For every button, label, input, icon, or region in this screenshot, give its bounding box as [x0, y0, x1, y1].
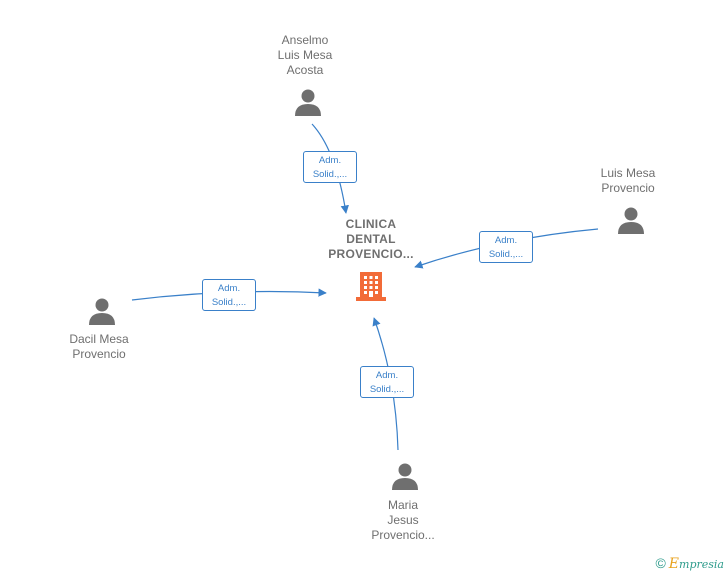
person-icon[interactable] — [87, 297, 117, 327]
company-name[interactable]: CLINICA DENTAL PROVENCIO... — [328, 217, 414, 261]
person-icon[interactable] — [293, 88, 323, 118]
relation-box-maria[interactable]: Adm. Solid.,... — [360, 366, 414, 398]
brand-footer[interactable]: ©Empresia — [655, 555, 724, 572]
building-icon[interactable] — [356, 270, 386, 302]
person-name-dacil[interactable]: Dacil Mesa Provencio — [69, 332, 129, 361]
relation-line1: Adm. — [494, 235, 518, 246]
person-name-luis[interactable]: Luis Mesa Provencio — [600, 166, 656, 195]
copyright-icon: © — [655, 555, 666, 571]
relation-box-dacil[interactable]: Adm. Solid.,... — [202, 279, 256, 311]
relation-box-anselmo[interactable]: Adm. Solid.,... — [303, 151, 357, 183]
person-icon[interactable] — [390, 462, 420, 492]
relation-line1: Adm. — [318, 155, 342, 166]
brand-logo-text: mpresia — [679, 558, 724, 571]
relation-line2: Solid.,... — [312, 169, 348, 180]
brand-logo-initial: E — [668, 556, 680, 572]
person-icon[interactable] — [616, 206, 646, 236]
person-name-anselmo[interactable]: Anselmo Luis Mesa Acosta — [277, 33, 333, 77]
relation-line2: Solid.,... — [369, 384, 405, 395]
relation-line1: Adm. — [217, 283, 241, 294]
relation-box-luis[interactable]: Adm. Solid.,... — [479, 231, 533, 263]
person-name-maria[interactable]: Maria Jesus Provencio... — [371, 498, 435, 542]
relation-line2: Solid.,... — [488, 249, 524, 260]
relation-line1: Adm. — [375, 370, 399, 381]
relation-line2: Solid.,... — [211, 297, 247, 308]
